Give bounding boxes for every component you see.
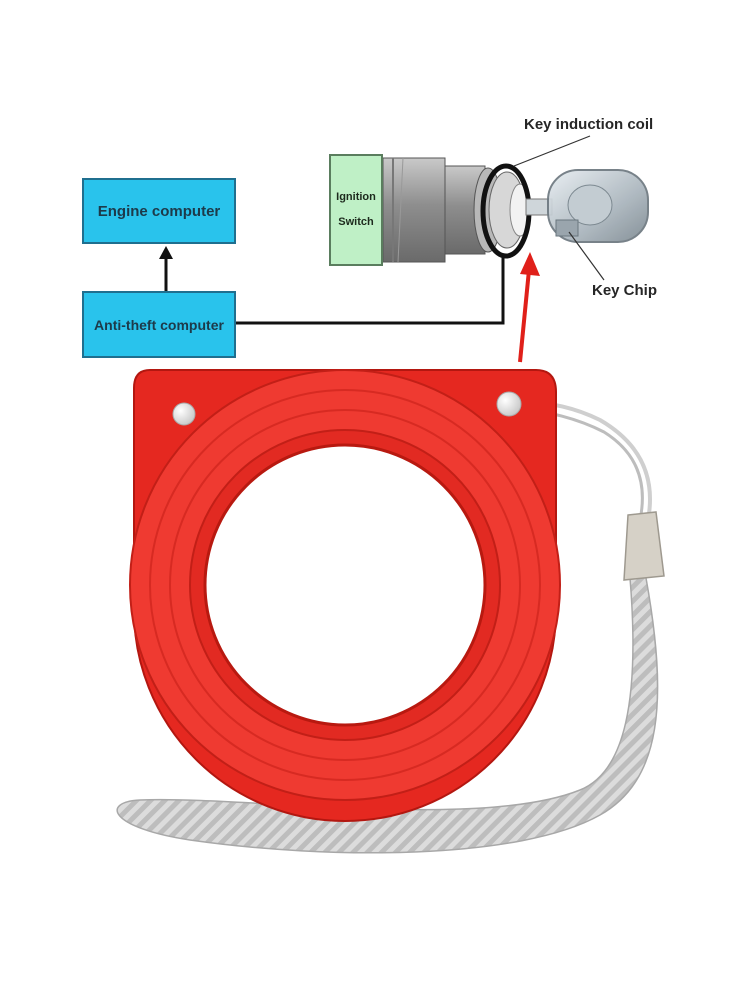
engine-computer-label: Engine computer <box>97 202 221 220</box>
ignition-cylinder-icon <box>382 157 531 263</box>
coil-holder-product <box>129 369 561 822</box>
antitheft-computer-label: Anti-theft computer <box>94 316 224 333</box>
key-chip-label: Key Chip <box>592 282 658 299</box>
red-arrow <box>518 269 531 363</box>
chip-leader-line <box>568 231 605 281</box>
key-icon <box>525 169 649 243</box>
engine-computer-box: Engine computer <box>82 178 236 244</box>
ignition-label-line1: Ignition <box>336 191 376 203</box>
antitheft-computer-box: Anti-theft computer <box>82 291 236 358</box>
key-induction-coil-label: Key induction coil <box>524 116 654 133</box>
coil-to-antitheft-wire <box>236 256 505 325</box>
bead-icon <box>496 391 522 417</box>
rivet-icon <box>172 402 196 426</box>
ignition-switch-box: Ignition Switch <box>329 154 383 266</box>
coil-leader-line <box>513 135 591 167</box>
ignition-label-line2: Switch <box>338 216 374 228</box>
